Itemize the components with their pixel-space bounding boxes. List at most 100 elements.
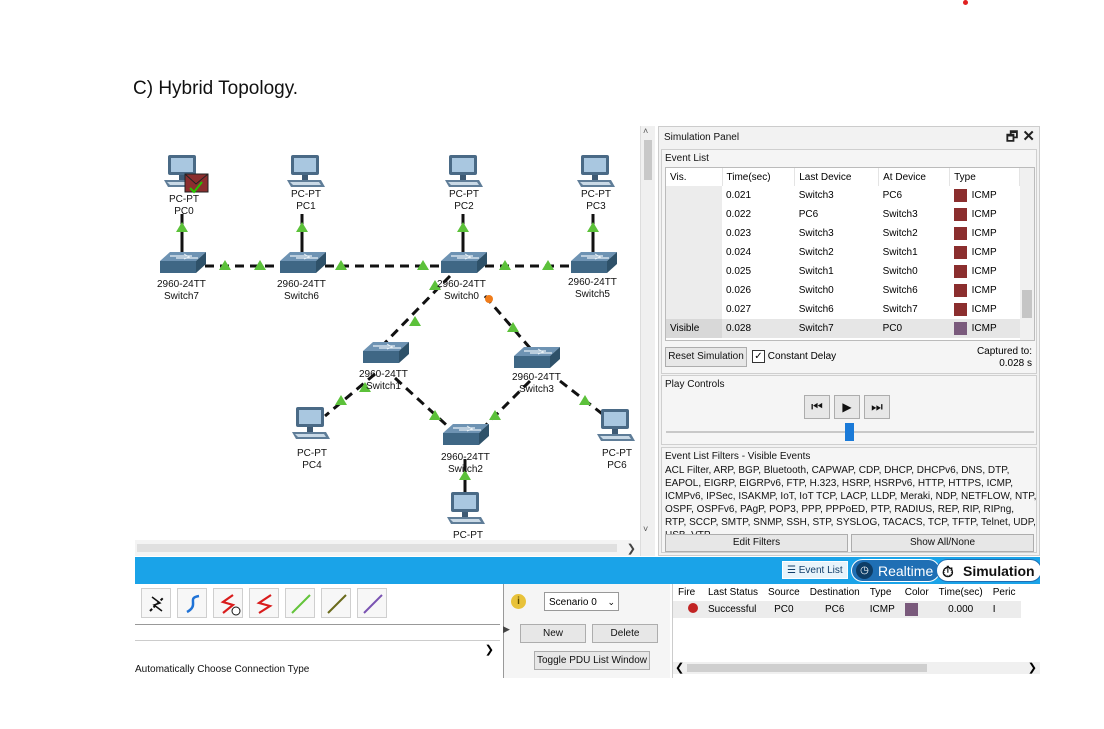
col-last-device[interactable]: Last Device — [794, 168, 880, 186]
col-vis[interactable]: Vis. — [666, 168, 723, 186]
chevron-right-icon[interactable]: ❯ — [484, 644, 494, 656]
col-last-status[interactable]: Last Status — [708, 587, 759, 598]
table-row[interactable]: Successful PC0 PC6 ICMP 0.000 I — [673, 601, 1021, 618]
event-list-toggle[interactable]: ☰ Event List — [782, 561, 848, 579]
type-cell: ICMP — [950, 224, 1020, 243]
serial-dce-tool[interactable] — [213, 588, 243, 618]
info-icon[interactable]: i — [511, 594, 526, 609]
col-at-device[interactable]: At Device — [878, 168, 951, 186]
pdu-hscroll[interactable]: ❮ ❯ — [673, 662, 1040, 674]
chevron-right-icon[interactable]: ❯ — [626, 543, 636, 555]
realtime-tab[interactable]: ◷ Realtime — [851, 559, 941, 582]
last-device-cell: Switch3 — [798, 190, 834, 201]
vis-cell — [666, 262, 722, 281]
console-cable-tool[interactable] — [177, 588, 207, 618]
checkmark-icon — [189, 181, 203, 194]
reset-simulation-button[interactable]: Reset Simulation — [665, 347, 747, 367]
type-cell: ICMP — [950, 262, 1020, 281]
page-heading: C) Hybrid Topology. — [133, 78, 299, 99]
panel-window-controls[interactable]: 🗗 ✕ — [1006, 127, 1035, 150]
col-type[interactable]: Type — [869, 587, 892, 598]
color-swatch — [953, 189, 967, 202]
vis-cell — [666, 281, 722, 300]
connection-type-status: Automatically Choose Connection Type — [135, 664, 310, 675]
col-type[interactable]: Type — [949, 168, 1020, 186]
restore-icon[interactable]: 🗗 — [1006, 129, 1019, 144]
toggle-pdu-list-button[interactable]: Toggle PDU List Window — [534, 651, 650, 670]
simulation-tab[interactable]: ⏱ Simulation — [936, 559, 1040, 582]
pc6-icon — [597, 409, 635, 441]
at-device-cell: PC6 — [882, 190, 903, 201]
crossover-tool[interactable] — [321, 588, 351, 618]
chevron-right-icon[interactable]: ❯ — [1027, 662, 1037, 674]
col-color[interactable]: Color — [904, 587, 929, 598]
col-periodic[interactable]: Peric — [992, 587, 1016, 598]
pdu-list-table[interactable]: Fire Last Status Source Destination Type… — [672, 584, 1040, 678]
new-scenario-button[interactable]: New — [520, 624, 586, 643]
col-time[interactable]: Time(sec) — [938, 587, 983, 598]
scenario-controls: i Scenario 0 ⌄ ▶ New Delete Toggle PDU L… — [503, 584, 670, 678]
time-cell: 0.028 — [726, 323, 752, 334]
col-time[interactable]: Time(sec) — [722, 168, 796, 186]
event-list-vscroll[interactable] — [1020, 168, 1034, 340]
speed-slider-handle[interactable] — [845, 423, 854, 441]
stopwatch-icon: ⏱ — [942, 564, 954, 581]
close-icon[interactable]: ✕ — [1022, 128, 1035, 145]
play-button[interactable]: ▶ — [834, 395, 860, 419]
time-cell: 0.026 — [726, 285, 752, 296]
checkbox-checked-icon[interactable]: ✓ — [752, 350, 765, 363]
workspace-hscroll[interactable]: ❯ — [135, 540, 640, 556]
fiber-tool[interactable] — [357, 588, 387, 618]
step-forward-button[interactable]: ⏭ — [864, 395, 890, 419]
connection-tools-pane: ❯ Automatically Choose Connection Type — [135, 584, 500, 678]
vis-cell — [666, 205, 722, 224]
chevron-down-icon[interactable]: ˅ — [643, 524, 649, 534]
col-source[interactable]: Source — [768, 587, 800, 598]
constant-delay-label: Constant Delay — [767, 351, 837, 363]
vis-cell — [666, 224, 722, 243]
workspace-vscroll[interactable]: ˄ ˅ — [640, 126, 655, 556]
type-cell: ICMP — [950, 205, 1020, 224]
last-device-cell: Switch1 — [798, 266, 834, 277]
auto-connection-tool[interactable] — [141, 588, 171, 618]
delete-scenario-button[interactable]: Delete — [592, 624, 658, 643]
step-back-button[interactable]: ⏮ — [804, 395, 830, 419]
scenario-select[interactable]: Scenario 0 ⌄ — [544, 592, 619, 611]
time-cell: 0.000 — [948, 604, 974, 615]
straight-through-tool[interactable] — [285, 588, 315, 618]
pc5-icon — [447, 492, 485, 524]
col-destination[interactable]: Destination — [809, 587, 860, 598]
col-fire[interactable]: Fire — [678, 587, 696, 598]
chevron-left-icon[interactable]: ❮ — [675, 662, 685, 674]
connection-hscroll[interactable]: ❯ — [135, 640, 500, 659]
fire-icon[interactable] — [688, 603, 698, 613]
show-all-none-button[interactable]: Show All/None — [851, 534, 1034, 552]
fire-cell[interactable] — [673, 601, 703, 618]
vis-cell — [666, 300, 722, 319]
at-device-cell: PC0 — [882, 323, 903, 334]
event-list-table[interactable]: Vis. Time(sec) Last Device At Device Typ… — [665, 167, 1035, 341]
constant-delay-option[interactable]: ✓ Constant Delay — [752, 350, 836, 363]
serial-dte-tool[interactable] — [249, 588, 279, 618]
at-device-cell: Switch2 — [882, 228, 918, 239]
chevron-up-icon[interactable]: ˄ — [643, 126, 649, 136]
edit-filters-button[interactable]: Edit Filters — [665, 534, 848, 552]
expand-arrow-icon[interactable]: ▶ — [503, 624, 510, 634]
